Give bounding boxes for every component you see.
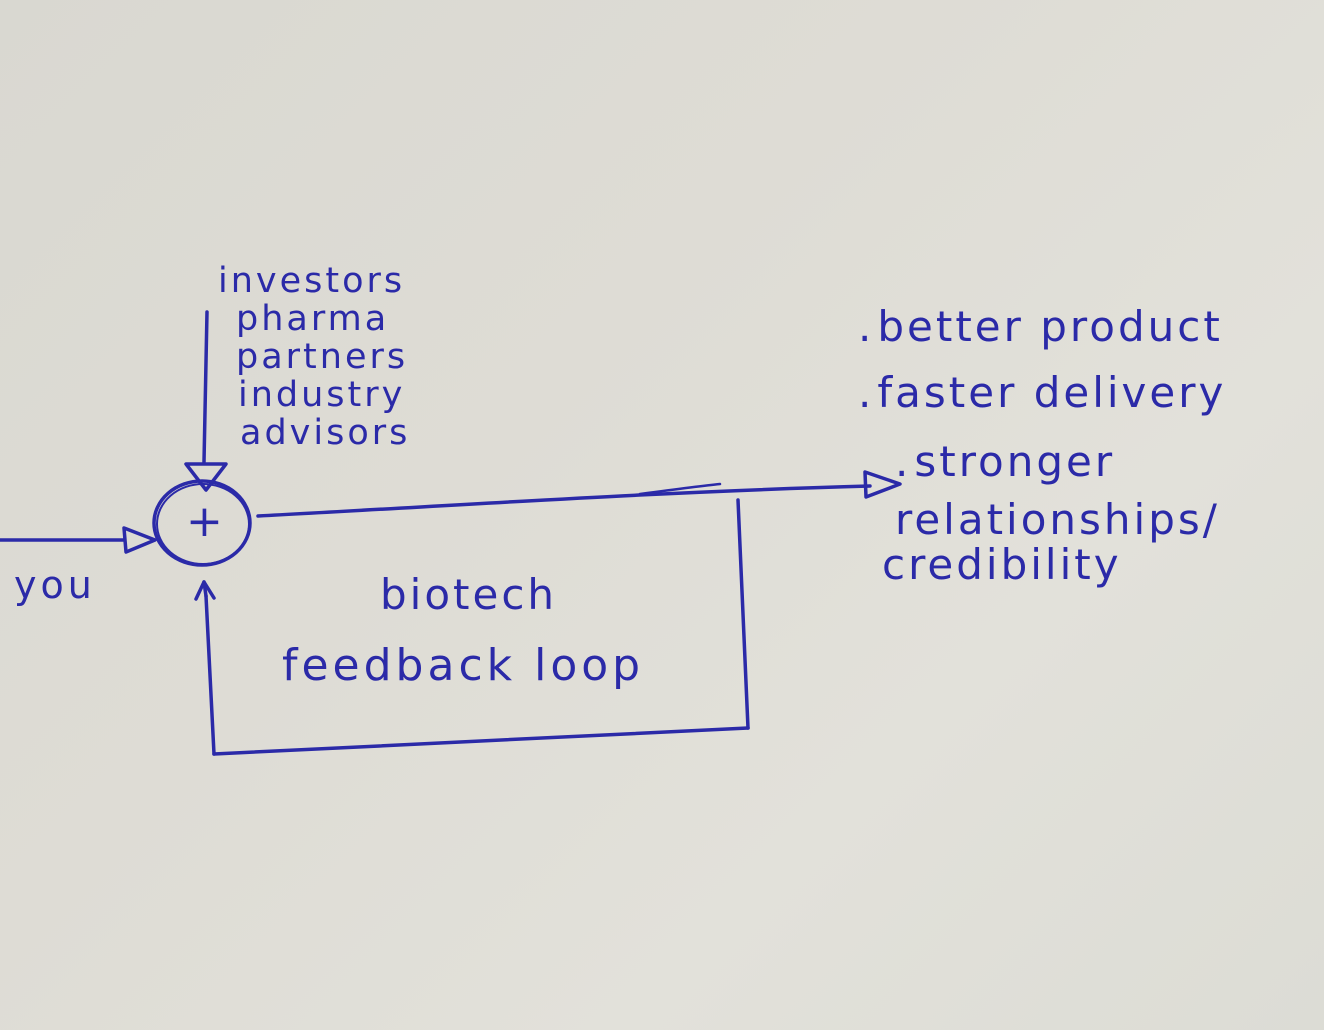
sources-list: investors pharma partners industry advis… bbox=[218, 262, 410, 452]
feedback-loop-bottom bbox=[212, 726, 750, 756]
loop-label-line2: feedback loop bbox=[282, 640, 645, 691]
bullet: . bbox=[858, 368, 878, 417]
source-advisors: advisors bbox=[240, 413, 411, 453]
sources-arrowhead bbox=[184, 462, 228, 492]
output-item-2: .faster delivery bbox=[858, 368, 1226, 417]
input-arrowhead bbox=[122, 526, 157, 554]
source-industry: industry bbox=[238, 375, 406, 415]
feedback-loop-right bbox=[736, 498, 750, 730]
bullet: . bbox=[895, 437, 915, 486]
output-item-3-line2: relationships/ bbox=[895, 495, 1220, 544]
summing-junction bbox=[152, 479, 252, 567]
loop-label-line1: biotech bbox=[380, 570, 558, 619]
source-pharma: pharma bbox=[236, 299, 390, 339]
source-partners: partners bbox=[236, 337, 409, 377]
bullet: . bbox=[858, 302, 878, 351]
feedback-loop-left bbox=[204, 594, 216, 756]
output-text: faster delivery bbox=[877, 368, 1227, 417]
summing-symbol: + bbox=[186, 496, 223, 547]
output-item-1: .better product bbox=[858, 302, 1223, 351]
input-label: you bbox=[14, 563, 96, 607]
source-investors: investors bbox=[218, 261, 406, 301]
output-line bbox=[256, 484, 872, 518]
output-text: stronger bbox=[914, 437, 1116, 486]
output-item-3-line3: credibility bbox=[882, 540, 1122, 589]
output-item-3: .stronger bbox=[895, 437, 1115, 486]
sources-arrow-line bbox=[202, 310, 209, 464]
output-arrowhead bbox=[863, 470, 902, 499]
output-text: better product bbox=[877, 302, 1223, 351]
